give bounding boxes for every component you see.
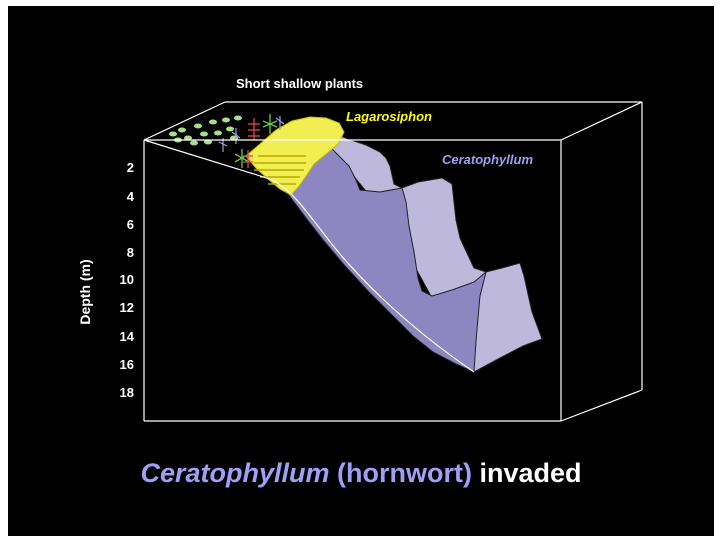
depth-tick-8: 8 [127,245,134,260]
depth-tick-2: 2 [127,160,134,175]
slide: Short shallow plants Lagarosiphon Cerato… [8,6,714,536]
caption-species: Ceratophyllum [140,458,329,488]
depth-axis-ticks: 2 4 6 8 10 12 14 16 18 [120,160,135,400]
depth-tick-16: 16 [120,357,134,372]
lagarosiphon-label: Lagarosiphon [346,109,432,124]
depth-tick-6: 6 [127,217,134,232]
ceratophyllum-label: Ceratophyllum [442,152,533,167]
depth-tick-4: 4 [127,189,135,204]
lake-cross-section-diagram: Short shallow plants Lagarosiphon Cerato… [8,6,714,536]
depth-tick-10: 10 [120,272,134,287]
slide-caption: Ceratophyllum (hornwort) invaded [8,458,714,489]
depth-tick-12: 12 [120,300,134,315]
caption-status: invaded [479,458,581,488]
depth-axis-title: Depth (m) [77,259,93,324]
short-plants-label: Short shallow plants [236,76,363,91]
depth-tick-14: 14 [120,329,135,344]
caption-common-name: (hornwort) [330,458,480,488]
depth-tick-18: 18 [120,385,134,400]
